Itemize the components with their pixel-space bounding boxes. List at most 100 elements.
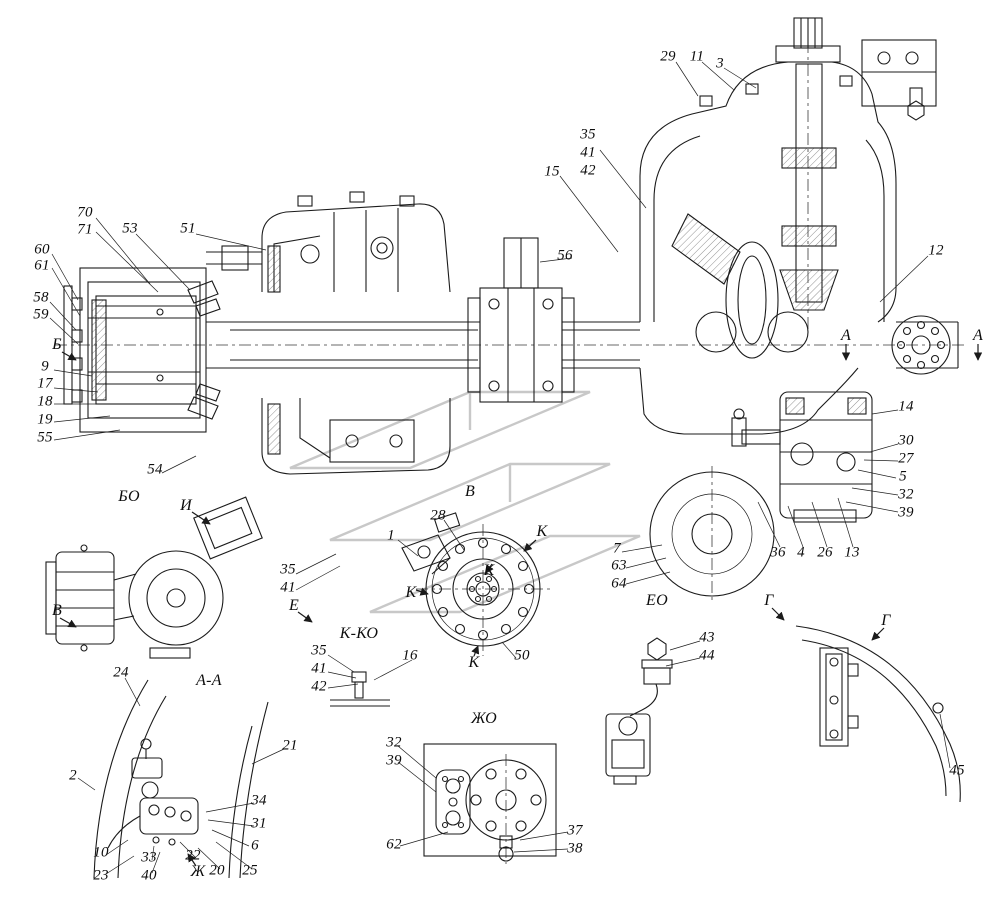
part-number-label: 63	[611, 557, 627, 574]
brake-chamber-view	[45, 496, 263, 659]
part-number-label: 71	[77, 221, 93, 238]
zho-view	[423, 743, 557, 862]
view-label: А-А	[196, 672, 222, 689]
eo-bracket-part	[605, 637, 673, 785]
view-label: БО	[118, 488, 140, 505]
part-number-label: 26	[817, 544, 833, 561]
drive-flange-view	[401, 512, 541, 647]
part-number-label: 33	[141, 849, 157, 866]
differential-housing	[639, 17, 937, 435]
part-number-label: 44	[699, 647, 715, 664]
part-number-label: 7	[613, 540, 621, 557]
view-label: Е	[288, 597, 300, 614]
view-label: Ж	[190, 863, 206, 880]
part-number-label: 43	[699, 629, 715, 646]
section-arrows	[59, 344, 983, 867]
part-number-label: 41	[580, 144, 596, 161]
part-number-label: 34	[251, 792, 267, 809]
bolt-detail	[330, 671, 390, 707]
part-number-label: 56	[557, 247, 573, 264]
right-axle-flange	[891, 315, 959, 375]
part-number-label: 39	[898, 504, 914, 521]
part-number-label: 6	[251, 837, 259, 854]
view-label: А	[840, 327, 852, 344]
part-number-label: 32	[386, 734, 402, 751]
view-label: ЕО	[646, 592, 668, 609]
view-label: Г	[881, 612, 891, 629]
part-number-label: 41	[280, 579, 296, 596]
part-number-label: 5	[899, 468, 907, 485]
part-number-label: 58	[33, 289, 49, 306]
part-number-label: 37	[567, 822, 583, 839]
view-label: И	[180, 497, 192, 514]
part-number-label: 64	[611, 575, 627, 592]
part-number-label: 31	[251, 815, 267, 832]
view-label: Г	[764, 592, 774, 609]
view-label: К	[536, 523, 548, 540]
part-number-label: 20	[209, 862, 225, 879]
part-number-label: 11	[689, 48, 705, 65]
view-label: А	[972, 327, 984, 344]
lower-right-housing	[731, 391, 873, 523]
part-number-label: 51	[180, 220, 196, 237]
view-label: ЖО	[471, 710, 497, 727]
watermark-logo	[289, 390, 641, 614]
part-number-label: 41	[311, 660, 327, 677]
part-number-label: 19	[37, 411, 53, 428]
part-number-label: 27	[898, 450, 914, 467]
part-number-label: 22	[185, 847, 201, 864]
part-number-label: 28	[430, 507, 446, 524]
part-number-label: 70	[77, 204, 93, 221]
part-number-label: 55	[37, 429, 53, 446]
part-number-label: 59	[33, 306, 49, 323]
part-number-label: 24	[113, 664, 129, 681]
lower-gear-housing	[261, 398, 451, 475]
part-number-label: 61	[34, 257, 50, 274]
view-label: В	[464, 483, 476, 500]
view-label: К	[483, 562, 495, 579]
part-number-label: 25	[242, 862, 258, 879]
part-number-label: 4	[797, 544, 805, 561]
part-number-label: 29	[660, 48, 676, 65]
part-number-label: 35	[311, 642, 327, 659]
part-number-label: 12	[928, 242, 944, 259]
part-number-label: 9	[41, 358, 49, 375]
part-number-label: 39	[386, 752, 402, 769]
part-number-label: 10	[93, 844, 109, 861]
part-number-label: 62	[386, 836, 402, 853]
part-number-label: 42	[311, 678, 327, 695]
central-flange	[467, 237, 575, 403]
upper-gear-housing	[261, 191, 451, 293]
part-number-label: 42	[580, 162, 596, 179]
part-number-label: 36	[770, 544, 786, 561]
part-number-label: 2	[69, 767, 77, 784]
view-label: К	[405, 584, 417, 601]
section-aa-view	[93, 679, 269, 879]
part-number-label: 14	[898, 398, 914, 415]
part-number-label: 13	[844, 544, 860, 561]
g-view	[795, 625, 961, 803]
part-number-label: 17	[37, 375, 53, 392]
part-number-label: 50	[514, 647, 530, 664]
view-label: Б	[52, 336, 62, 353]
view-label: К	[468, 654, 480, 671]
part-number-label: 35	[580, 126, 596, 143]
part-number-label: 40	[141, 867, 157, 884]
part-number-label: 3	[716, 55, 724, 72]
part-number-label: 53	[122, 220, 138, 237]
part-number-label: 38	[567, 840, 583, 857]
part-number-label: 1	[387, 527, 395, 544]
leader-lines	[49, 61, 951, 875]
part-number-label: 16	[402, 647, 418, 664]
part-number-label: 54	[147, 461, 163, 478]
part-number-label: 32	[898, 486, 914, 503]
axle-tube	[206, 321, 640, 369]
part-number-label: 60	[34, 241, 50, 258]
part-number-label: 23	[93, 867, 109, 884]
part-number-label: 30	[898, 432, 914, 449]
part-number-label: 15	[544, 163, 560, 180]
view-label: К-КО	[339, 625, 379, 642]
